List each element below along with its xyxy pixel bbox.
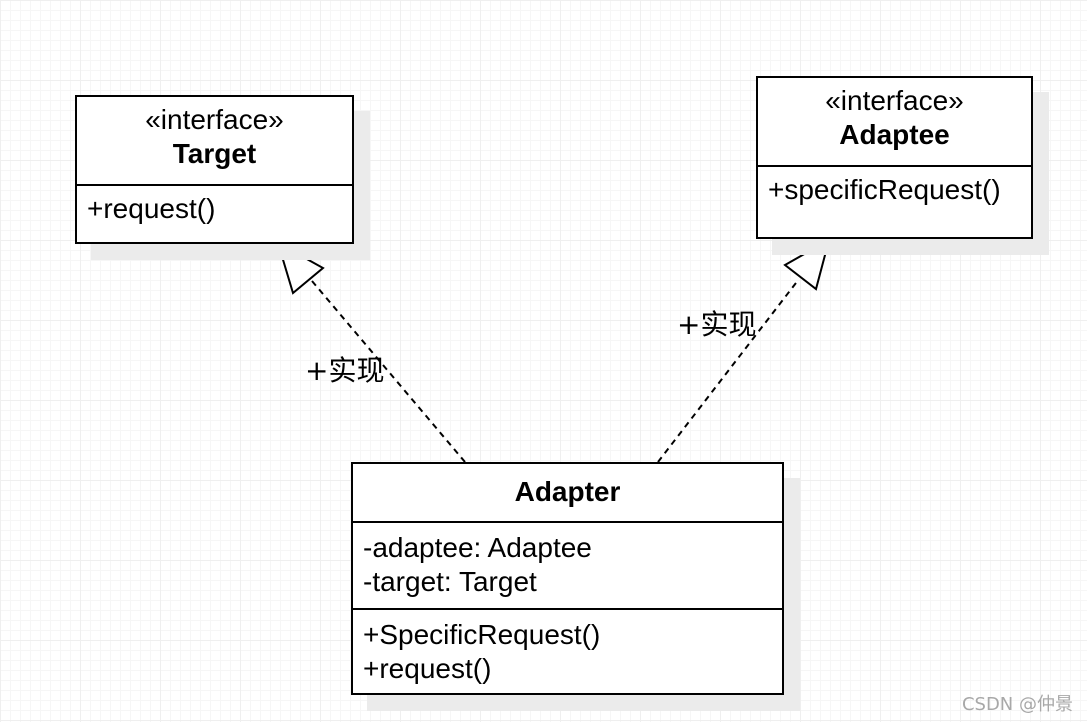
adapter-class-name: Adapter (514, 476, 621, 507)
adapter-header: Adapter (353, 464, 782, 521)
target-header: «interface» Target (77, 97, 352, 184)
adapter-attributes: -adaptee: Adaptee -target: Target (353, 521, 782, 608)
realization-arrowhead-target (276, 240, 325, 295)
adapter-class-box[interactable]: Adapter -adaptee: Adaptee -target: Targe… (351, 462, 784, 695)
target-stereotype: «interface» (145, 104, 284, 135)
realization-line-adaptee (657, 278, 800, 463)
target-methods: +request() (77, 184, 352, 226)
adapter-method: +request() (363, 653, 492, 684)
adapter-attribute: -target: Target (363, 566, 537, 597)
adapter-methods: +SpecificRequest() +request() (353, 608, 782, 686)
target-method: +request() (87, 193, 216, 224)
target-class-name: Target (172, 138, 257, 169)
relation-label-left: +实现 (305, 354, 385, 387)
adaptee-stereotype: «interface» (825, 85, 964, 116)
adapter-attribute: -adaptee: Adaptee (363, 532, 592, 563)
target-interface-box[interactable]: «interface» Target +request() (75, 95, 354, 244)
adaptee-method: +specificRequest() (768, 174, 1001, 205)
adapter-method: +SpecificRequest() (363, 619, 601, 650)
adaptee-header: «interface» Adaptee (758, 78, 1031, 165)
adaptee-class-name: Adaptee (839, 119, 950, 150)
adaptee-methods: +specificRequest() (758, 165, 1031, 207)
relation-label-right: +实现 (677, 308, 757, 341)
realization-arrowhead-adaptee (783, 237, 831, 291)
watermark: CSDN @仲景 (961, 694, 1073, 715)
adaptee-interface-box[interactable]: «interface» Adaptee +specificRequest() (756, 76, 1033, 239)
